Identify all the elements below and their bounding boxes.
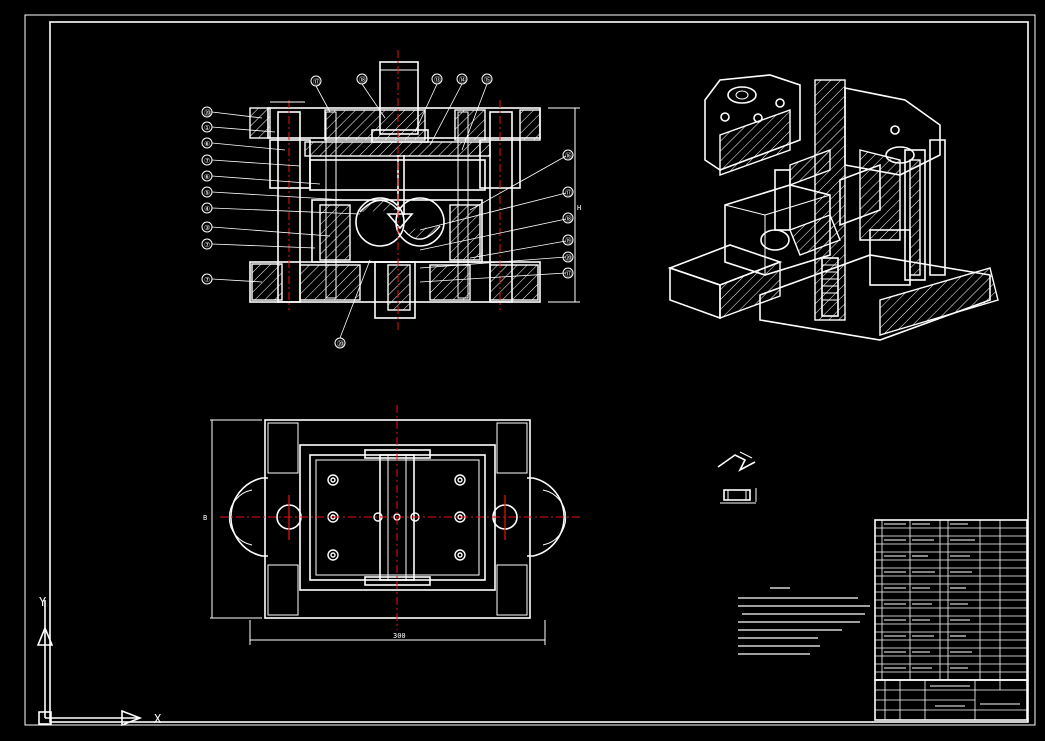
balloon-bottom: ⑳ bbox=[337, 340, 344, 348]
detail-part bbox=[717, 451, 757, 504]
isometric-view bbox=[667, 74, 999, 341]
balloon-l10: ⑦ bbox=[204, 276, 210, 284]
title-block bbox=[874, 679, 1028, 721]
balloon-r5: ⑳ bbox=[565, 254, 572, 262]
balloon-group-left: ⑳ ① ⑥ ⑦ ⑥ ⑤ ④ ③ ⑦ ⑦ bbox=[201, 106, 213, 285]
balloon-t1: ⑰ bbox=[313, 78, 320, 86]
plan-view: 300 B bbox=[203, 405, 580, 645]
balloon-l5: ⑥ bbox=[204, 173, 210, 181]
ucs-y-label: Y bbox=[39, 595, 47, 609]
height-dimension-label: H bbox=[577, 204, 581, 212]
outer-frame bbox=[24, 14, 1036, 726]
balloon-r2: ⑰ bbox=[565, 189, 572, 197]
inner-frame bbox=[49, 21, 1029, 723]
balloon-t5: ⑮ bbox=[484, 76, 491, 84]
balloon-r6: ⑰ bbox=[565, 270, 572, 278]
front-balloons: ⑳ ① ⑥ ⑦ ⑥ ⑤ ④ ③ ⑦ ⑦ ⑰ ⑱ ⑬ ⑭ ⑮ ⑯ ⑰ ⑱ ⑲ ⑳ … bbox=[201, 73, 574, 349]
front-section-view: H bbox=[249, 50, 581, 330]
ucs-x-label: X bbox=[154, 712, 162, 726]
balloon-l3: ⑥ bbox=[204, 140, 210, 148]
balloon-l6: ⑤ bbox=[204, 189, 210, 197]
technical-requirements bbox=[738, 587, 870, 655]
balloon-l9: ⑦ bbox=[204, 241, 210, 249]
balloon-r4: ⑲ bbox=[565, 237, 572, 245]
balloon-l2: ① bbox=[204, 124, 210, 132]
parts-list-table bbox=[874, 519, 1028, 681]
balloon-t3: ⑬ bbox=[434, 76, 441, 84]
balloon-group-right: ⑯ ⑰ ⑱ ⑲ ⑳ ⑰ bbox=[562, 149, 574, 279]
balloon-l1: ⑳ bbox=[204, 109, 211, 117]
balloon-l8: ③ bbox=[204, 224, 210, 232]
balloon-group-top: ⑰ ⑱ ⑬ ⑭ ⑮ bbox=[310, 73, 493, 87]
balloon-l4: ⑦ bbox=[204, 157, 210, 165]
balloon-t2: ⑱ bbox=[359, 76, 366, 84]
overall-width-dimension: 300 bbox=[393, 632, 406, 640]
balloon-r1: ⑯ bbox=[565, 152, 572, 160]
balloon-r3: ⑱ bbox=[565, 215, 572, 223]
balloon-l7: ④ bbox=[204, 205, 210, 213]
depth-dimension-label: B bbox=[203, 514, 207, 522]
ucs-icon: Y X bbox=[36, 595, 162, 727]
balloon-t4: ⑭ bbox=[459, 76, 466, 84]
